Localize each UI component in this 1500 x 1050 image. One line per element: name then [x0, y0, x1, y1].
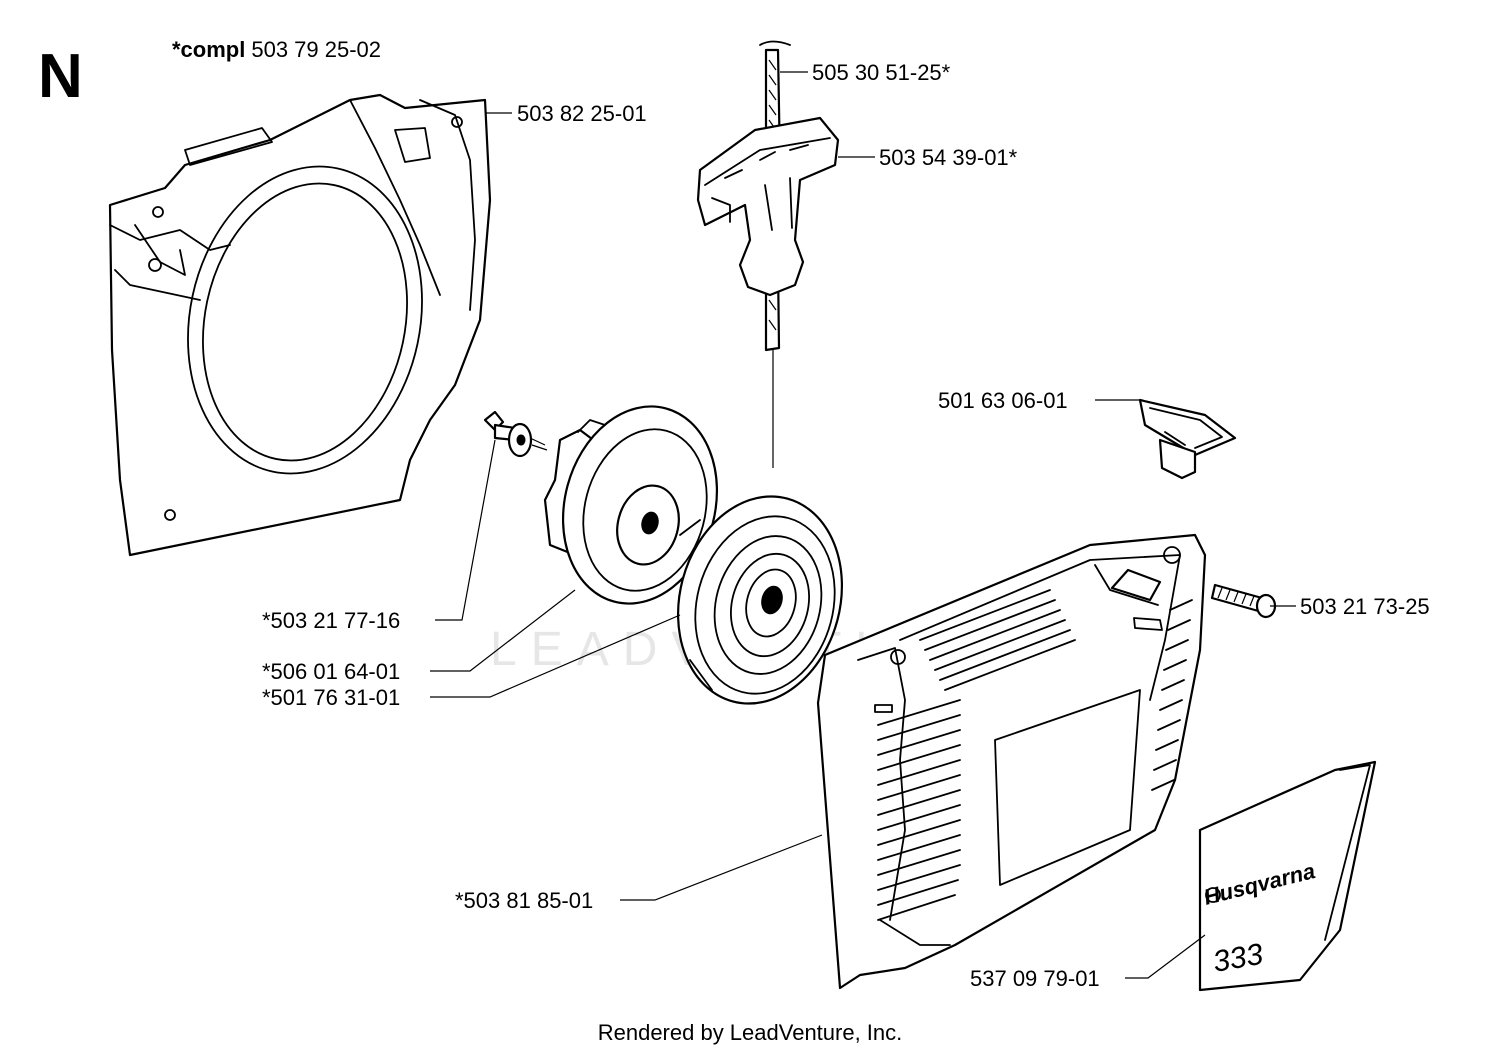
starter-handle-part	[696, 116, 840, 297]
part-label-501-63-06-01: 501 63 06-01	[938, 388, 1068, 413]
cover-vent-slots-top	[919, 589, 1076, 691]
starter-pulley-part	[543, 405, 719, 605]
part-label-503-54-39-01: 503 54 39-01*	[879, 145, 1018, 170]
part-label-503-81-85-01: *503 81 85-01	[455, 888, 593, 913]
screw-washer-part	[483, 410, 548, 458]
part-label-503-21-73-25: 503 21 73-25	[1300, 594, 1430, 619]
leader-lines	[430, 71, 1296, 979]
cover-vent-slots-left	[877, 699, 961, 921]
part-label-506-01-64-01: *506 01 64-01	[262, 659, 400, 684]
compl-prefix: *compl	[172, 37, 245, 62]
part-number-labels: 503 82 25-01 505 30 51-25* 503 54 39-01*…	[262, 60, 1430, 991]
decal-part: Husqvarna 333	[1198, 760, 1377, 992]
screw-part	[1210, 583, 1277, 619]
grommet-part	[1138, 398, 1237, 480]
starter-cover-part	[816, 533, 1207, 990]
footer-credit: Rendered by LeadVenture, Inc.	[598, 1020, 903, 1045]
compl-number: 503 79 25-02	[251, 37, 381, 62]
fan-housing-part	[108, 93, 492, 557]
part-label-537-09-79-01: 537 09 79-01	[970, 966, 1100, 991]
part-label-505-30-51-25: 505 30 51-25*	[812, 60, 951, 85]
spring-cassette-part	[676, 495, 844, 705]
cover-vent-slots-right	[1151, 599, 1193, 791]
section-letter: N	[38, 42, 83, 111]
husqvarna-logo-icon	[1205, 887, 1221, 903]
part-label-503-82-25-01: 503 82 25-01	[517, 101, 647, 126]
part-label-503-21-77-16: *503 21 77-16	[262, 608, 400, 633]
part-label-501-76-31-01: *501 76 31-01	[262, 685, 400, 710]
